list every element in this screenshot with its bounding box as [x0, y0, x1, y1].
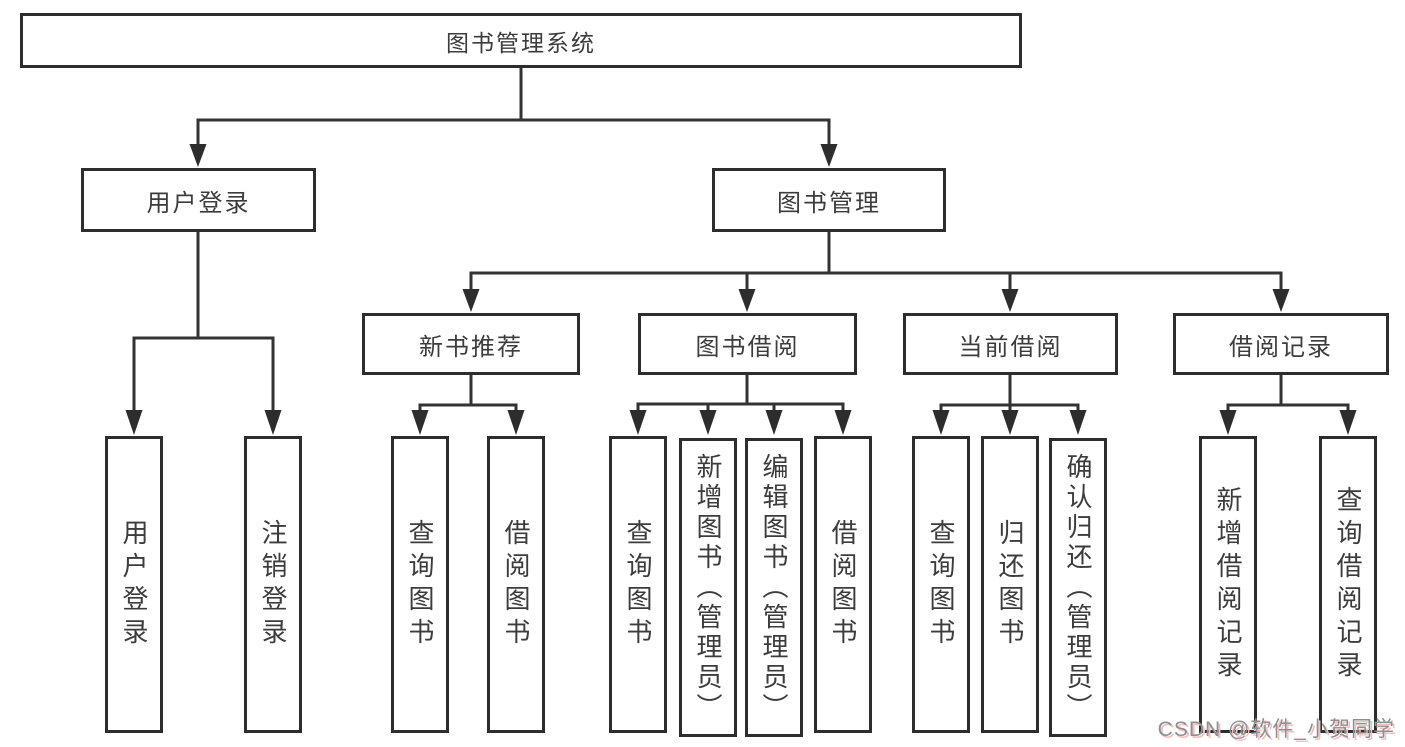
- leaf-bb-add-books-admin: 新增图书（管理员）: [679, 438, 737, 737]
- csdn-watermark: CSDN @软件_小贺同学: [1157, 718, 1395, 741]
- node-current-borrow: 当前借阅: [903, 313, 1118, 375]
- node-label: 图书管理系统: [446, 29, 596, 56]
- node-label: 新书推荐: [419, 333, 523, 361]
- leaf-label: 用户登录: [119, 518, 149, 651]
- leaf-label: 查询图书: [926, 518, 956, 651]
- node-label: 当前借阅: [958, 333, 1063, 361]
- node-label: 图书借阅: [695, 333, 800, 361]
- node-book-management: 图书管理: [712, 168, 946, 232]
- leaf-label: 新增图书（管理员）: [693, 452, 723, 723]
- leaf-label: 归还图书: [995, 518, 1025, 651]
- node-label: 借阅记录: [1229, 333, 1333, 361]
- leaf-user-login: 用户登录: [105, 436, 163, 733]
- node-book-borrow: 图书借阅: [638, 313, 857, 375]
- node-label: 用户登录: [146, 189, 251, 217]
- leaf-nb-query-books: 查询图书: [391, 436, 449, 733]
- leaf-label: 确认归还（管理员）: [1063, 452, 1093, 723]
- leaf-label: 查询图书: [623, 518, 653, 651]
- leaf-logout: 注销登录: [244, 436, 302, 733]
- leaf-cb-return-books: 归还图书: [981, 436, 1039, 733]
- leaf-label: 借阅图书: [828, 518, 858, 651]
- leaf-nb-borrow-books: 借阅图书: [487, 436, 545, 733]
- arrowheads: [125, 144, 1357, 435]
- node-new-book-recommend: 新书推荐: [362, 313, 580, 375]
- leaf-cb-confirm-return-admin: 确认归还（管理员）: [1049, 438, 1107, 737]
- leaf-label: 查询借阅记录: [1333, 485, 1363, 684]
- leaf-label: 借阅图书: [501, 518, 531, 651]
- leaf-label: 编辑图书（管理员）: [759, 452, 789, 723]
- leaf-cb-query-books: 查询图书: [912, 436, 970, 733]
- leaf-label: 注销登录: [258, 518, 288, 651]
- node-user-login: 用户登录: [81, 168, 316, 232]
- leaf-label: 查询图书: [405, 518, 435, 651]
- node-library-system-root: 图书管理系统: [20, 13, 1022, 68]
- leaf-bb-query-books: 查询图书: [609, 436, 667, 733]
- node-label: 图书管理: [777, 189, 881, 217]
- node-borrow-records: 借阅记录: [1173, 313, 1389, 375]
- leaf-bb-borrow-books: 借阅图书: [814, 436, 872, 733]
- leaf-bb-edit-books-admin: 编辑图书（管理员）: [745, 438, 803, 737]
- leaf-br-query-record: 查询借阅记录: [1319, 436, 1377, 733]
- leaf-br-add-record: 新增借阅记录: [1199, 436, 1257, 733]
- leaf-label: 新增借阅记录: [1213, 485, 1243, 684]
